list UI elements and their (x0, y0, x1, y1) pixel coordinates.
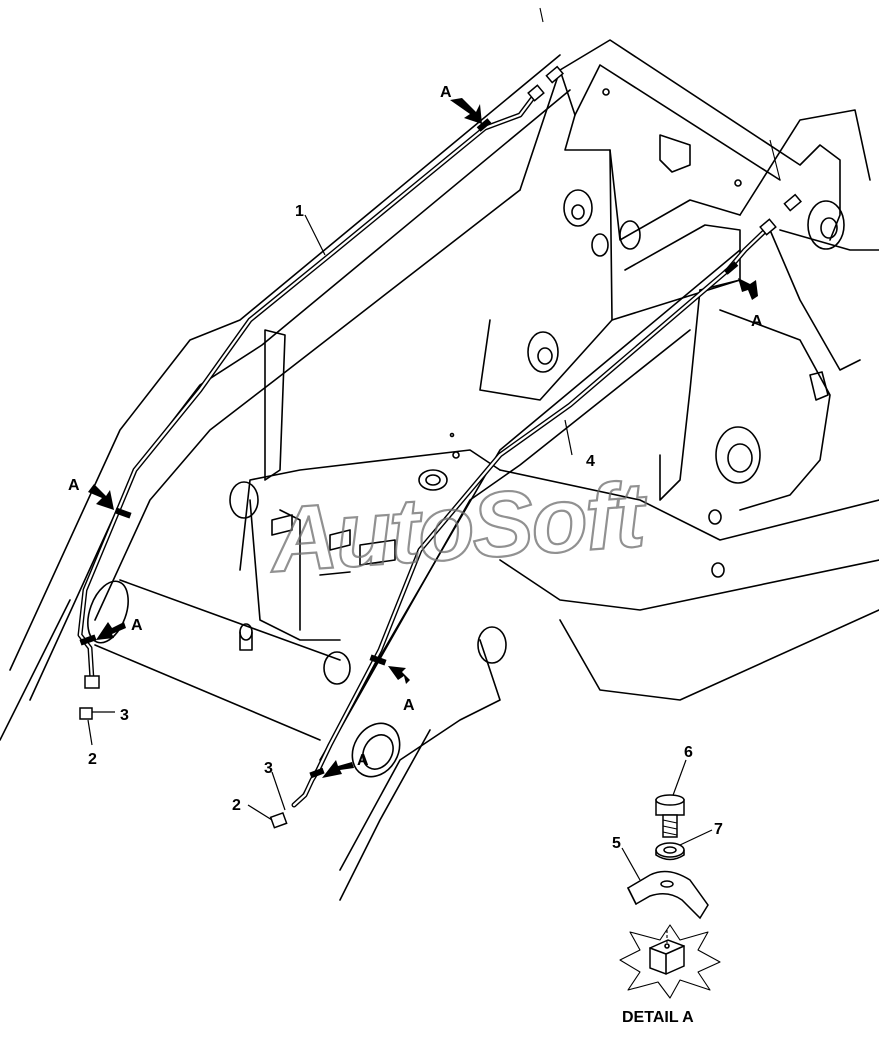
detail-a-drawing (619, 794, 721, 999)
callout-1: 1 (295, 203, 304, 220)
pipe-fittings (79, 65, 802, 829)
callout-7: 7 (714, 821, 723, 838)
washer-7 (655, 842, 685, 861)
callout-5: 5 (612, 835, 621, 852)
detail-a-caption: DETAIL A (622, 1009, 694, 1026)
clamp-label-a-right-top: A (751, 313, 763, 330)
callout-labels: 1 2 3 2 3 4 5 6 7 A A A A A A DETAIL A (68, 84, 763, 1026)
clamp-arrows (88, 98, 758, 778)
pipe-1 (77, 92, 538, 683)
weld-block (619, 924, 721, 999)
clamp-label-a-right-low: A (357, 752, 369, 769)
boom-structure (0, 7, 879, 901)
pipe-clamps (79, 118, 739, 779)
callout-2-right: 2 (232, 797, 241, 814)
clamp-label-a-left-mid: A (68, 477, 80, 494)
clamp-label-a-left-low: A (131, 617, 143, 634)
callout-3-left: 3 (120, 707, 129, 724)
callout-3-right: 3 (264, 760, 273, 777)
callout-4: 4 (586, 453, 595, 470)
clamp-label-a-right-mid: A (403, 697, 415, 714)
watermark-text: AutoSoft (265, 464, 651, 592)
clamp-plate-5 (627, 870, 709, 920)
callout-2-left: 2 (88, 751, 97, 768)
bolt-6 (655, 794, 685, 838)
callout-6: 6 (684, 744, 693, 761)
leader-lines (87, 214, 713, 881)
clamp-label-a-top: A (440, 84, 452, 101)
